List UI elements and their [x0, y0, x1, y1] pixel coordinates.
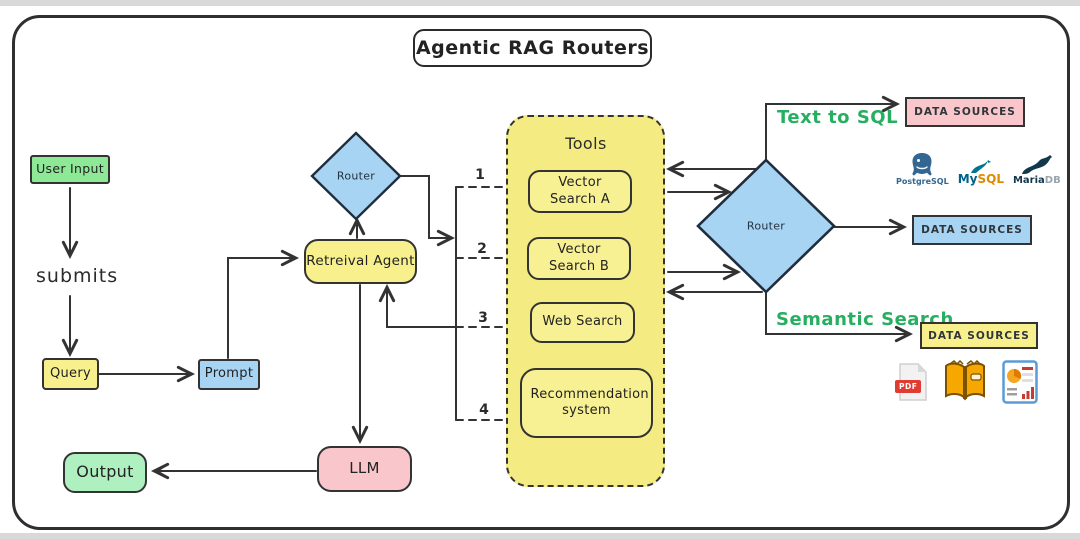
tool-vector-search-b-label: Vector Search B: [548, 242, 610, 274]
tool-vector-search-a-label: Vector Search A: [549, 175, 611, 207]
postgresql-logo: PostgreSQL: [896, 151, 949, 186]
mariadb-logo: MariaDB: [1013, 154, 1061, 186]
mysql-label-my: My: [957, 172, 978, 186]
retrieval-agent-node: Retreival Agent: [304, 239, 417, 284]
tool-vector-search-b: Vector Search B: [527, 237, 631, 280]
query-label: Query: [49, 365, 91, 381]
user-input-label: User Input: [36, 161, 104, 177]
tool-web-search-label: Web Search: [542, 314, 623, 330]
tool-recommendation-system: Recommendation system: [520, 368, 653, 438]
mysql-dolphin-icon: [970, 160, 991, 173]
output-label: Output: [76, 462, 134, 482]
tool-number-2: 2: [477, 241, 487, 257]
prompt-label: Prompt: [204, 366, 254, 382]
big-router-label: Router: [746, 219, 786, 233]
mariadb-label-db: DB: [1044, 175, 1061, 186]
semantic-search-label: Semantic Search: [776, 309, 954, 330]
tools-title: Tools: [565, 134, 607, 153]
pdf-badge-label: PDF: [895, 380, 922, 393]
retrieval-agent-label: Retreival Agent: [306, 252, 415, 269]
prompt-node: Prompt: [198, 359, 260, 390]
mariadb-label: MariaDB: [1013, 175, 1061, 186]
pdf-document-icon: PDF: [895, 362, 928, 402]
mysql-label-sql: SQL: [977, 172, 1004, 186]
llm-node: LLM: [317, 446, 412, 492]
data-sources-sql-node: DATA SOURCES: [905, 97, 1025, 127]
user-input-node: User Input: [30, 155, 110, 184]
tool-number-1: 1: [475, 167, 485, 183]
tool-recommendation-system-label: Recommendation system: [530, 386, 649, 418]
report-chart-icon: [1002, 360, 1038, 404]
diagram-title-text: Agentic RAG Routers: [415, 37, 650, 59]
text-to-sql-label: Text to SQL: [777, 107, 899, 128]
query-node: Query: [42, 358, 99, 390]
mariadb-seal-icon: [1021, 155, 1052, 174]
llm-label: LLM: [349, 459, 380, 478]
submits-label: submits: [36, 265, 119, 287]
tool-number-4: 4: [479, 402, 489, 418]
tool-number-3: 3: [478, 310, 488, 326]
tool-vector-search-a: Vector Search A: [528, 170, 632, 213]
bottom-edge-strip: [0, 533, 1080, 539]
diagram-title: Agentic RAG Routers: [413, 29, 652, 67]
book-icon: [945, 360, 985, 401]
small-router-label: Router: [336, 169, 376, 183]
data-sources-generic-label: DATA SOURCES: [921, 224, 1023, 236]
output-node: Output: [63, 452, 147, 493]
data-sources-semantic-label: DATA SOURCES: [928, 329, 1030, 342]
top-edge-strip: [0, 0, 1080, 6]
tool-web-search: Web Search: [530, 302, 635, 343]
data-sources-semantic-node: DATA SOURCES: [920, 322, 1038, 349]
postgresql-elephant-icon: [912, 153, 932, 176]
data-sources-generic-node: DATA SOURCES: [912, 215, 1032, 245]
mysql-logo: MySQL: [958, 159, 1004, 186]
mysql-label: MySQL: [958, 172, 1004, 186]
mariadb-label-maria: Maria: [1012, 175, 1045, 186]
file-type-icons: PDF: [895, 356, 1048, 408]
database-logos: PostgreSQL MySQL MariaDB: [896, 136, 1062, 186]
postgresql-label: PostgreSQL: [896, 177, 949, 186]
data-sources-sql-label: DATA SOURCES: [914, 106, 1016, 118]
